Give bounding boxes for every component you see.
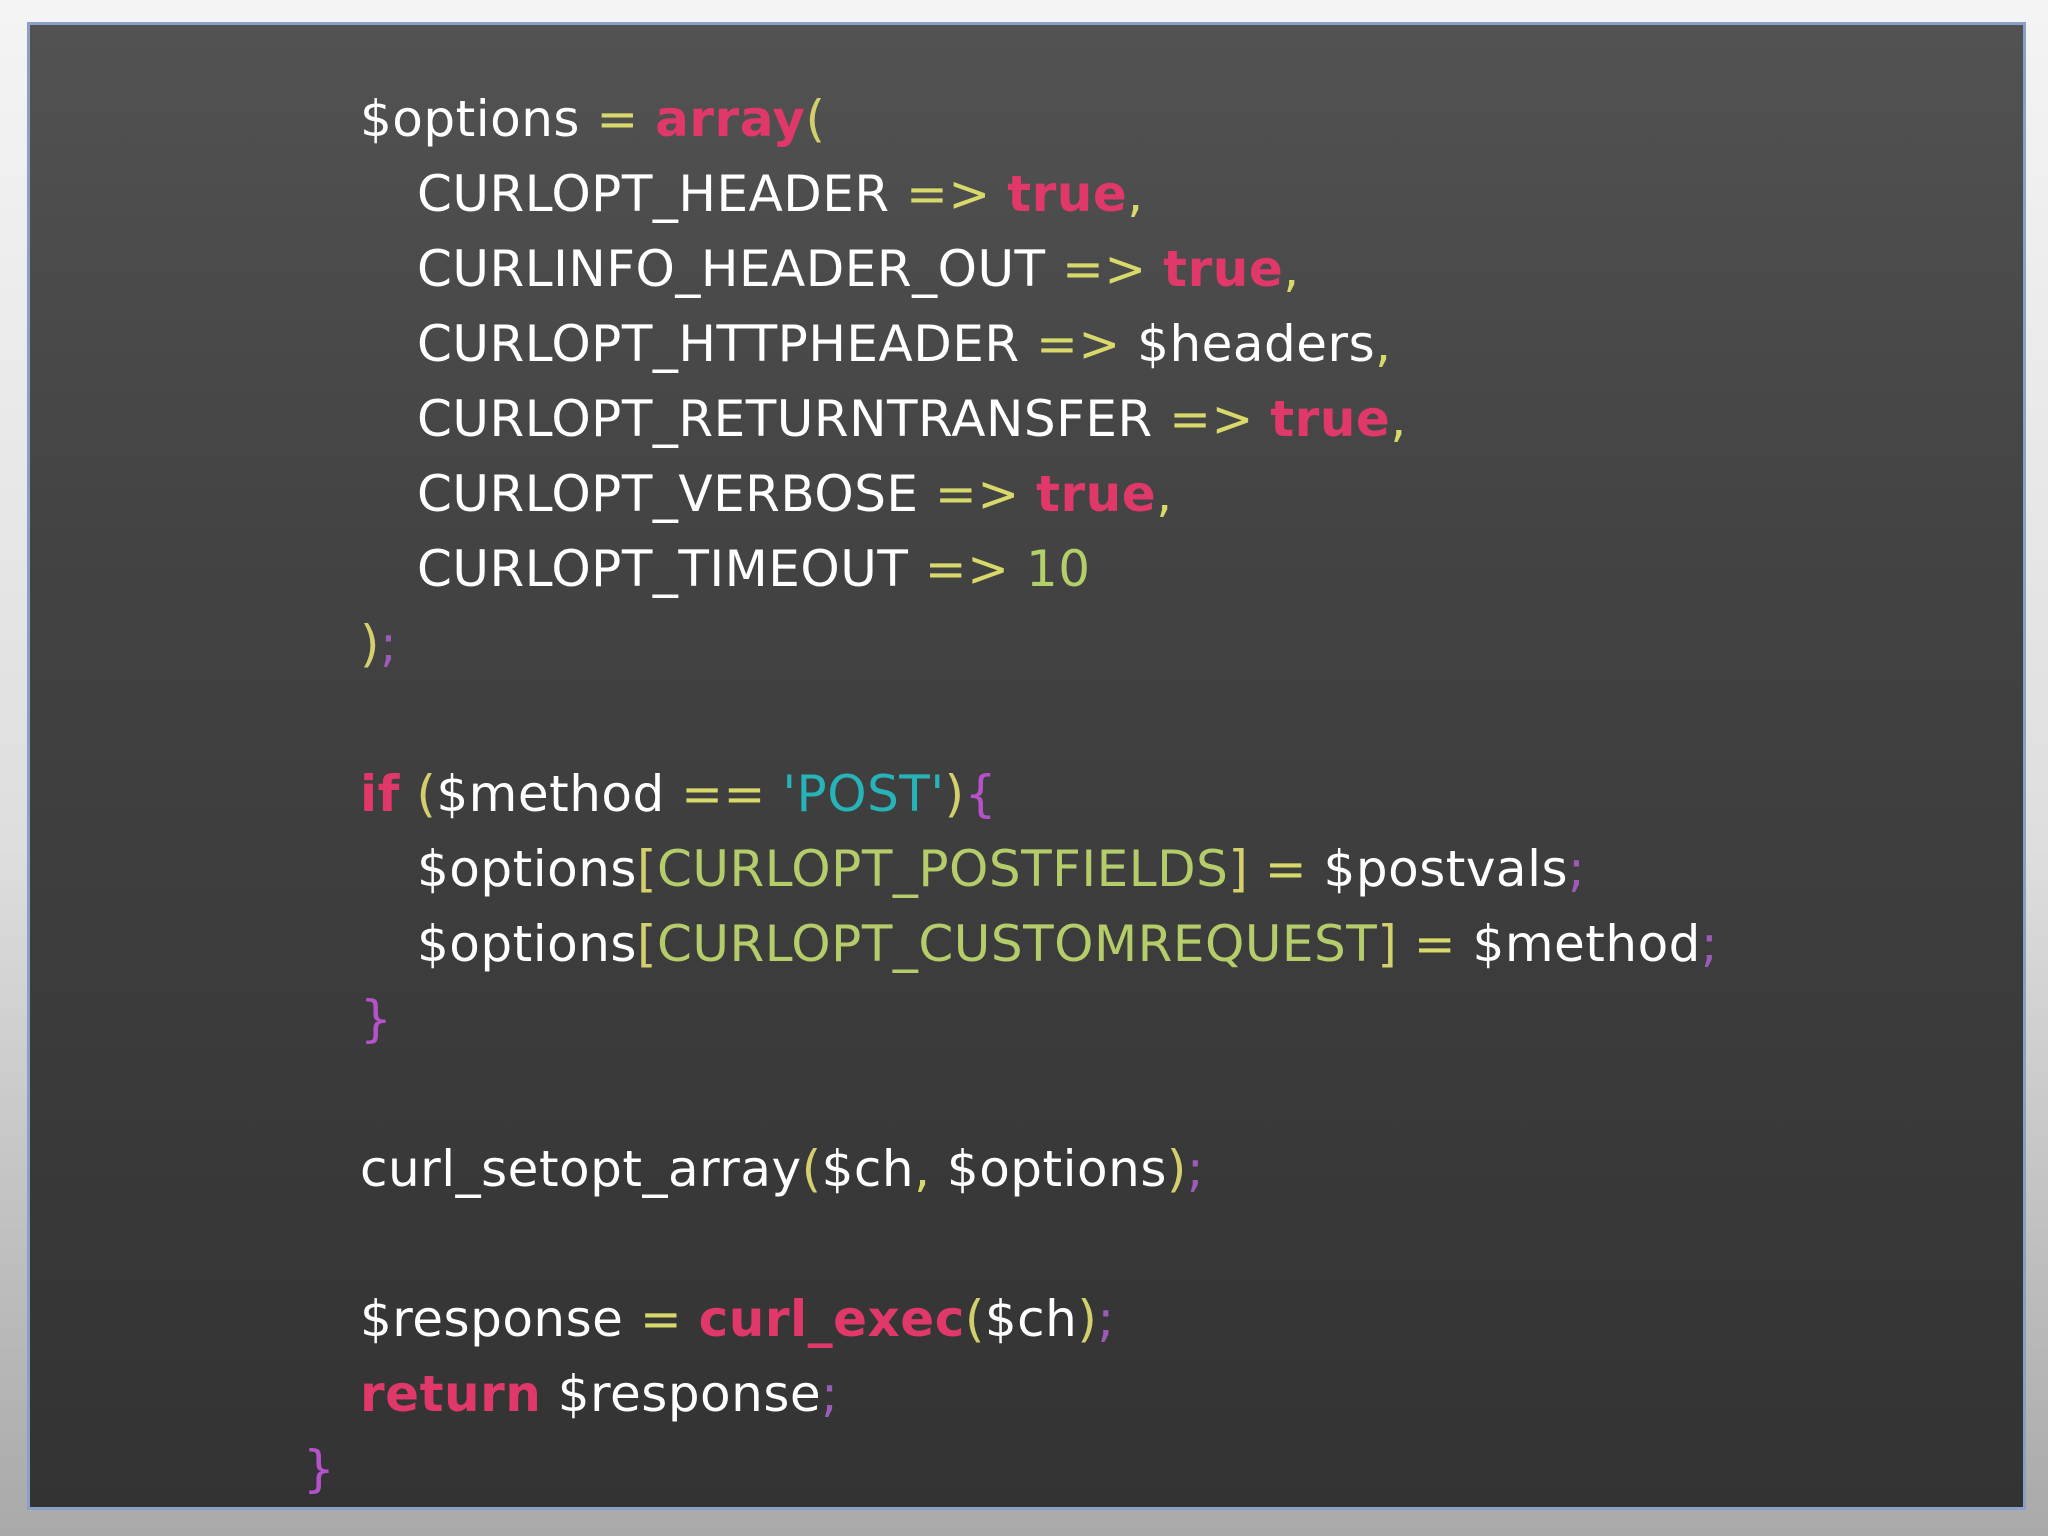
code-block: $options = array( CURLOPT_HEADER => true… [30, 25, 2023, 1507]
code-line-curlopt-returntransfer: CURLOPT_RETURNTRANSFER => true, [30, 382, 1407, 457]
code-line-array-close: ); [30, 607, 397, 682]
token-variable: $response [360, 1290, 624, 1348]
code-line-function-close: } [30, 1432, 335, 1507]
token-constant: CURLOPT_RETURNTRANSFER [417, 390, 1153, 448]
token-brace: } [303, 1440, 336, 1498]
code-line-options-assign: $options = array( [30, 82, 826, 157]
token-variable: $method [1472, 915, 1701, 973]
token-operator: = [579, 90, 656, 148]
token-variable: $response [557, 1365, 822, 1423]
code-line-curlopt-verbose: CURLOPT_VERBOSE => true, [30, 457, 1173, 532]
code-line-curlopt-header: CURLOPT_HEADER => true, [30, 157, 1144, 232]
code-line-curlinfo-header-out: CURLINFO_HEADER_OUT => true, [30, 232, 1300, 307]
code-line-if-post: if ($method == 'POST'){ [30, 757, 997, 832]
token-comma: , [1390, 390, 1407, 448]
code-line-curlopt-timeout: CURLOPT_TIMEOUT => 10 [30, 532, 1091, 607]
token-constant: CURLOPT_TIMEOUT [417, 540, 909, 598]
token-variable: $postvals [1323, 840, 1569, 898]
token-operator: = [623, 1290, 699, 1348]
token-keyword: if [360, 765, 400, 823]
code-line-customrequest: $options[CURLOPT_CUSTOMREQUEST] = $metho… [30, 907, 1718, 982]
token-variable: $ch [984, 1290, 1078, 1348]
token-semicolon: ; [1568, 840, 1586, 898]
token-variable: $options [930, 1140, 1167, 1198]
token-comma: , [1283, 240, 1300, 298]
token-paren: ( [801, 1140, 822, 1198]
token-comma: , [1156, 465, 1173, 523]
token-array-key: CURLOPT_POSTFIELDS [656, 840, 1229, 898]
token-arrow: => [1045, 240, 1164, 298]
token-keyword: true [1036, 465, 1157, 523]
token-variable: $options [360, 90, 580, 148]
code-line-response-assign: $response = curl_exec($ch); [30, 1282, 1115, 1357]
token-paren: ) [1077, 1290, 1098, 1348]
token-constant: CURLOPT_VERBOSE [417, 465, 919, 523]
token-bracket: [ [636, 840, 657, 898]
token-bracket: [ [636, 915, 657, 973]
token-operator: = [1248, 840, 1324, 898]
token-brace: { [964, 765, 997, 823]
token-paren: ) [944, 765, 965, 823]
code-line-curlopt-httpheader: CURLOPT_HTTPHEADER => $headers, [30, 307, 1392, 382]
token-arrow: => [918, 465, 1037, 523]
token-space [400, 765, 416, 823]
token-semicolon: ; [1700, 915, 1719, 973]
token-function: array [655, 90, 806, 148]
token-keyword: true [1007, 165, 1128, 223]
token-arrow: => [908, 540, 1026, 598]
token-semicolon: ; [1097, 1290, 1115, 1348]
token-space [541, 1365, 557, 1423]
token-variable: $options [417, 915, 637, 973]
code-line-setopt-array: curl_setopt_array($ch, $options); [30, 1132, 1204, 1207]
token-arrow: => [1019, 315, 1138, 373]
token-variable: $method [436, 765, 665, 823]
token-keyword: true [1163, 240, 1284, 298]
token-comma: , [1127, 165, 1144, 223]
token-paren: ( [964, 1290, 985, 1348]
token-bracket: ] [1377, 915, 1398, 973]
token-constant: CURLOPT_HEADER [417, 165, 890, 223]
token-semicolon: ; [1186, 1140, 1205, 1198]
token-arrow: => [889, 165, 1008, 223]
token-constant: CURLOPT_HTTPHEADER [417, 315, 1020, 373]
token-keyword: return [360, 1365, 542, 1423]
token-paren: ( [416, 765, 437, 823]
code-line-if-close: } [30, 982, 392, 1057]
token-arrow: => [1152, 390, 1271, 448]
token-semicolon: ; [821, 1365, 839, 1423]
token-comma: , [914, 1140, 931, 1198]
code-line-postfields: $options[CURLOPT_POSTFIELDS] = $postvals… [30, 832, 1585, 907]
token-constant: CURLINFO_HEADER_OUT [417, 240, 1046, 298]
token-brace: } [360, 990, 393, 1048]
token-keyword: true [1270, 390, 1391, 448]
token-bracket: ] [1228, 840, 1249, 898]
token-function: curl_exec [698, 1290, 965, 1348]
token-operator: == [664, 765, 783, 823]
token-variable: $ch [821, 1140, 915, 1198]
token-semicolon: ; [380, 615, 398, 673]
token-number: 10 [1025, 540, 1091, 598]
token-function: curl_setopt_array [360, 1140, 802, 1198]
code-slide: $options = array( CURLOPT_HEADER => true… [27, 22, 2026, 1510]
token-paren: ) [360, 615, 381, 673]
token-string: 'POST' [782, 765, 945, 823]
token-operator: = [1397, 915, 1473, 973]
token-paren: ( [805, 90, 826, 148]
token-variable: $options [417, 840, 637, 898]
token-array-key: CURLOPT_CUSTOMREQUEST [656, 915, 1378, 973]
token-variable: $headers [1137, 315, 1376, 373]
token-comma: , [1375, 315, 1392, 373]
token-paren: ) [1166, 1140, 1187, 1198]
code-line-return: return $response; [30, 1357, 839, 1432]
